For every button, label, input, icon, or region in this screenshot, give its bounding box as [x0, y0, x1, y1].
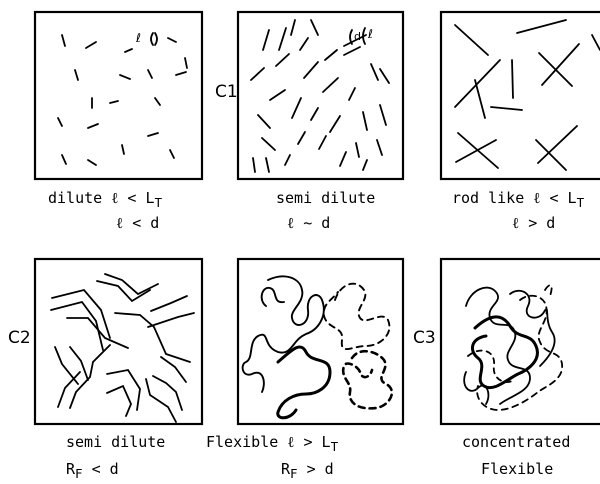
- panel-frame-dilute: [35, 12, 202, 179]
- concentration-label-c2: C2: [8, 328, 31, 348]
- spacing-d-text: d: [354, 30, 361, 43]
- caption-flexible-main: Flexible ℓ > L: [206, 433, 331, 451]
- caption-flexible-sub: T: [331, 439, 339, 454]
- caption-flexible-line2: RF > d: [281, 460, 334, 483]
- dilute-marker-text: ℓ: [136, 31, 141, 45]
- caption-rod-like-line1: rod like ℓ < LT: [452, 189, 584, 212]
- caption-flexible-line1: Flexible ℓ > LT: [206, 433, 338, 456]
- caption-semi-dilute-rod-line2-text: ℓ ~ d: [287, 214, 330, 232]
- panel-frame-concentrated: [441, 259, 600, 424]
- concentration-label-c1: C1: [215, 82, 238, 102]
- caption-dilute-line2-text: ℓ < d: [116, 214, 159, 232]
- panel-frame-semi-dilute-rod: [238, 12, 403, 179]
- caption-rod-like-line2: ℓ > d: [512, 214, 555, 232]
- caption-concentrated-line1: concentrated: [462, 433, 570, 451]
- c2-text: C2: [8, 328, 31, 348]
- flexible-coils: [243, 276, 392, 417]
- caption-dilute-line1: dilute ℓ < LT: [48, 189, 162, 212]
- caption-semi-dilute-flexible-rest: < d: [83, 460, 119, 478]
- caption-dilute-sub: T: [155, 195, 163, 210]
- panel-frame-flexible: [238, 259, 403, 424]
- caption-semi-dilute-flexible-text: semi dilute: [66, 433, 165, 451]
- caption-flexible-r-sub: F: [290, 466, 298, 481]
- semi-dilute-flexible-chains: [51, 274, 194, 422]
- rod-length-marker: ℓ: [368, 25, 373, 43]
- c1-text: C1: [215, 82, 238, 102]
- caption-concentrated-line2: Flexible: [481, 460, 553, 478]
- caption-concentrated-line2-text: Flexible: [481, 460, 553, 478]
- concentrated-coils: [464, 285, 562, 410]
- spacing-d-marker: d: [354, 28, 361, 46]
- caption-semi-dilute-flexible-sub: F: [75, 466, 83, 481]
- caption-semi-dilute-flexible-line2: RF < d: [66, 460, 119, 483]
- caption-semi-dilute-flexible-r: R: [66, 460, 75, 478]
- dilute-rods: [58, 33, 187, 165]
- caption-dilute-line2: ℓ < d: [116, 214, 159, 232]
- caption-rod-like-main: rod like ℓ < L: [452, 189, 577, 207]
- caption-semi-dilute-rod-text: semi dilute: [276, 189, 375, 207]
- caption-flexible-r: R: [281, 460, 290, 478]
- caption-dilute-main: dilute ℓ < L: [48, 189, 155, 207]
- caption-rod-like-sub: T: [577, 195, 585, 210]
- caption-semi-dilute-flexible-line1: semi dilute: [66, 433, 165, 451]
- caption-flexible-rest: > d: [298, 460, 334, 478]
- dilute-length-marker: ℓ: [136, 29, 141, 47]
- caption-rod-like-line2-text: ℓ > d: [512, 214, 555, 232]
- caption-semi-dilute-rod-line2: ℓ ~ d: [287, 214, 330, 232]
- rod-length-text: ℓ: [368, 27, 373, 41]
- concentration-label-c3: C3: [413, 328, 436, 348]
- rod-like-rods: [455, 20, 600, 170]
- caption-concentrated-text: concentrated: [462, 433, 570, 451]
- c3-text: C3: [413, 328, 436, 348]
- caption-semi-dilute-rod-line1: semi dilute: [276, 189, 375, 207]
